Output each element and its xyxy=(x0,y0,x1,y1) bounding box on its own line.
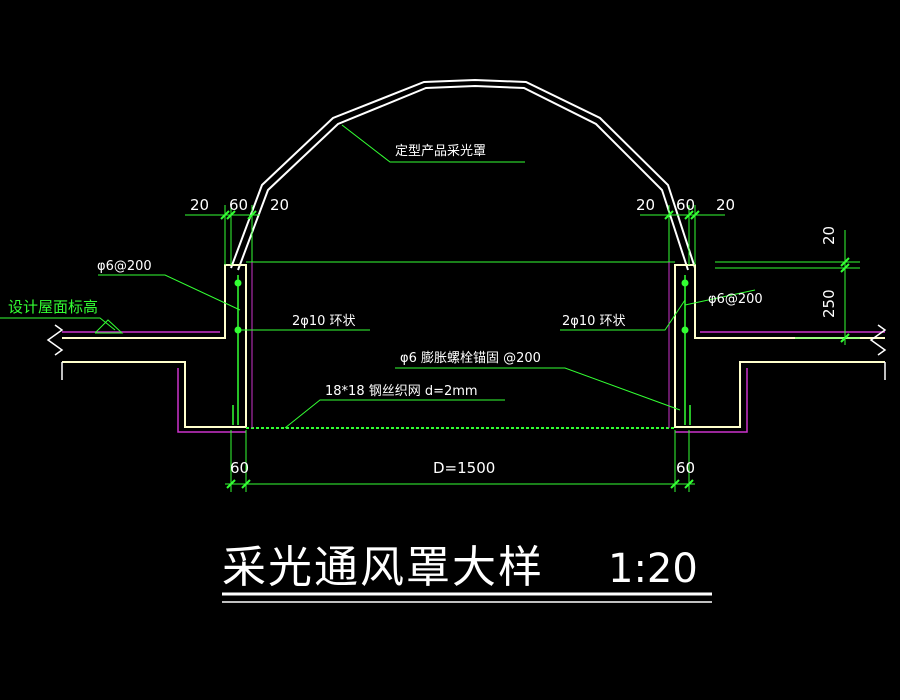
mesh-label: 18*18 钢丝织网 d=2mm xyxy=(325,384,478,399)
left-curb-magenta xyxy=(62,331,246,433)
skylight-label: 定型产品采光罩 xyxy=(395,144,486,159)
rebar-label-right: φ6@200 xyxy=(708,292,763,307)
dimension-lines xyxy=(185,205,860,492)
roof-level-label: 设计屋面标高 xyxy=(8,298,98,316)
dim-right-60: 60 xyxy=(676,196,695,214)
dim-left-20b: 20 xyxy=(270,196,289,214)
break-lines xyxy=(46,324,887,380)
anchor-bolt-label: φ6 膨胀螺栓锚固 @200 xyxy=(400,351,541,366)
dim-left-20a: 20 xyxy=(190,196,209,214)
dim-diameter: D=1500 xyxy=(433,459,495,477)
dim-bottom-left-60: 60 xyxy=(230,459,249,477)
rebar-verticals xyxy=(232,275,691,425)
ring-label-right: 2φ10 环状 xyxy=(562,314,626,329)
dim-right-20b: 20 xyxy=(716,196,735,214)
dim-right-20a: 20 xyxy=(636,196,655,214)
drawing-scale: 1:20 xyxy=(608,546,698,592)
ring-label-left: 2φ10 环状 xyxy=(292,314,356,329)
dim-bottom-right-60: 60 xyxy=(676,459,695,477)
right-curb-outline xyxy=(674,264,885,428)
dim-left-60: 60 xyxy=(229,196,248,214)
rebar-label-left: φ6@200 xyxy=(97,259,152,274)
dim-right-vertical-250: 250 xyxy=(820,289,838,318)
roof-level-marker xyxy=(94,319,124,334)
right-curb-magenta xyxy=(675,331,885,433)
dimension-ticks xyxy=(220,210,850,489)
dim-right-vertical-20: 20 xyxy=(820,226,838,245)
drawing-title: 采光通风罩大样 xyxy=(222,542,544,593)
skylight-dome xyxy=(230,78,696,271)
leaders xyxy=(0,124,756,429)
left-curb-outline xyxy=(62,264,247,428)
